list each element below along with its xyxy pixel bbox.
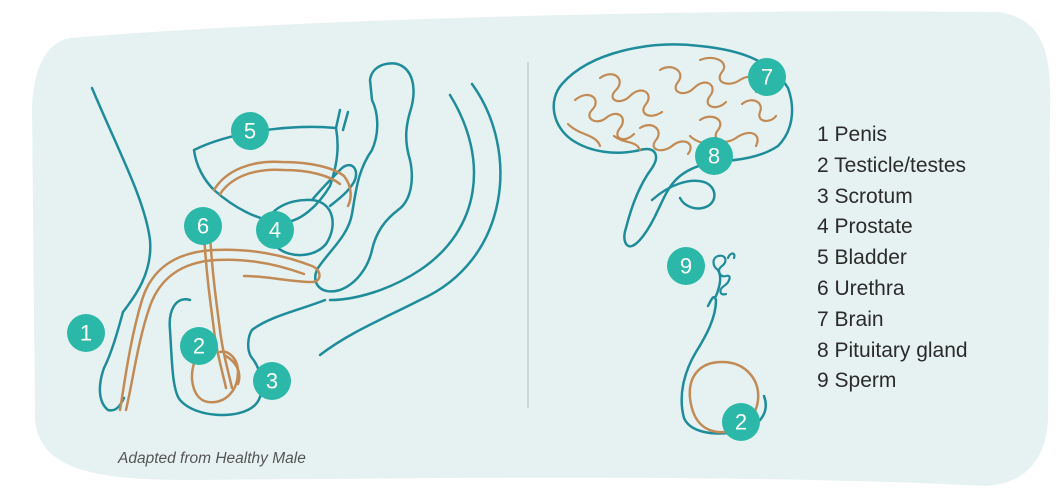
svg-text:2: 2 — [735, 410, 747, 435]
legend-item-scrotum: 3 Scrotum — [817, 182, 968, 213]
legend-item-urethra: 6 Urethra — [817, 274, 968, 305]
badge-5: 5 — [231, 112, 269, 150]
legend-item-prostate: 4 Prostate — [817, 212, 968, 243]
svg-text:3: 3 — [266, 369, 278, 394]
legend-item-pituitary: 8 Pituitary gland — [817, 336, 968, 367]
badge-1: 1 — [67, 314, 105, 352]
svg-text:9: 9 — [680, 254, 692, 279]
badge-2-testis: 2 — [722, 403, 760, 441]
legend-list: 1 Penis 2 Testicle/testes 3 Scrotum 4 Pr… — [817, 120, 968, 397]
svg-text:4: 4 — [269, 218, 281, 243]
badge-6: 6 — [184, 207, 222, 245]
badge-8: 8 — [695, 137, 733, 175]
svg-text:1: 1 — [80, 321, 92, 346]
legend-item-sperm: 9 Sperm — [817, 366, 968, 397]
source-caption: Adapted from Healthy Male — [118, 450, 306, 468]
svg-text:6: 6 — [197, 214, 209, 239]
badge-2: 2 — [180, 327, 218, 365]
legend-item-bladder: 5 Bladder — [817, 243, 968, 274]
svg-text:7: 7 — [761, 65, 773, 90]
legend-item-penis: 1 Penis — [817, 120, 968, 151]
badge-3: 3 — [253, 362, 291, 400]
badge-9: 9 — [667, 247, 705, 285]
svg-text:2: 2 — [193, 334, 205, 359]
svg-text:5: 5 — [244, 119, 256, 144]
svg-text:8: 8 — [708, 144, 720, 169]
legend-item-testicle: 2 Testicle/testes — [817, 151, 968, 182]
badge-4: 4 — [256, 211, 294, 249]
badge-7: 7 — [748, 58, 786, 96]
legend-item-brain: 7 Brain — [817, 305, 968, 336]
